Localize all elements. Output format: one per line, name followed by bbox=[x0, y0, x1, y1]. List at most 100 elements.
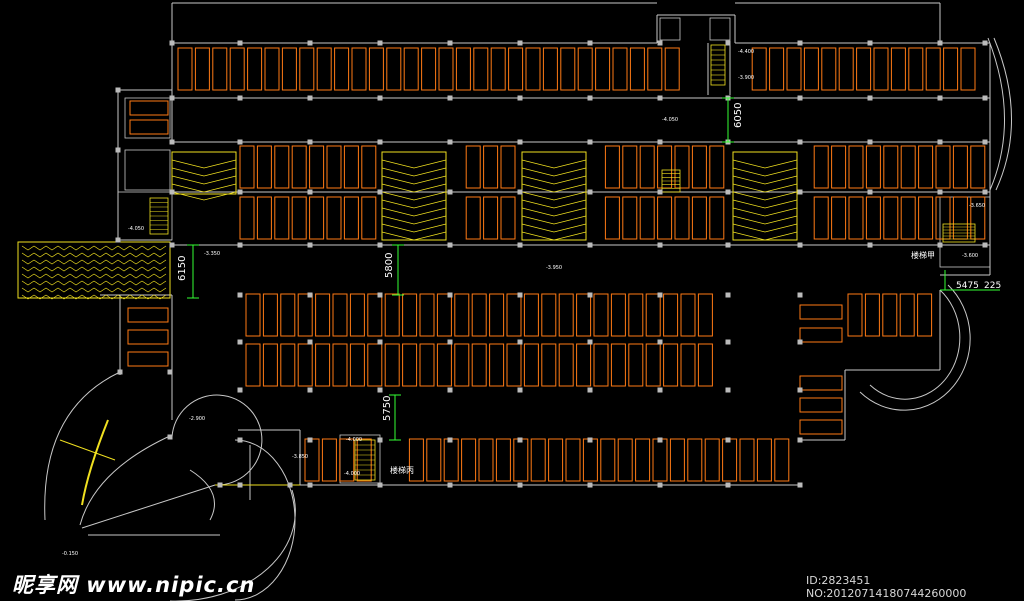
parking-stall bbox=[664, 47, 680, 91]
parking-stall bbox=[799, 397, 843, 413]
column bbox=[657, 139, 663, 145]
column bbox=[797, 387, 803, 393]
ramp-chevron bbox=[33, 294, 47, 300]
parking-stall bbox=[212, 47, 228, 91]
parking-stall bbox=[473, 47, 489, 91]
parking-stall bbox=[129, 119, 169, 135]
ramp-chevron bbox=[732, 159, 798, 169]
column bbox=[725, 339, 731, 345]
ramp-chevron bbox=[141, 280, 155, 286]
ramp-chevron bbox=[81, 287, 95, 293]
parking-stall bbox=[680, 293, 696, 337]
structural-columns bbox=[115, 40, 988, 488]
ramp-chevron bbox=[57, 252, 71, 258]
elev-right-b: -3.600 bbox=[962, 253, 978, 259]
curved-wall bbox=[869, 289, 961, 400]
parking-stall bbox=[530, 438, 546, 482]
column bbox=[307, 437, 313, 443]
column bbox=[867, 189, 873, 195]
column bbox=[797, 139, 803, 145]
column bbox=[377, 95, 383, 101]
elev-bottom: -3.850 bbox=[292, 454, 308, 460]
parking-stall bbox=[697, 343, 713, 387]
ramp-chevron bbox=[129, 280, 143, 286]
ramp-chevron bbox=[21, 280, 35, 286]
parking-stall bbox=[908, 47, 924, 91]
column bbox=[377, 292, 383, 298]
ramp-chevron bbox=[105, 273, 119, 279]
parking-stall bbox=[245, 293, 261, 337]
ramp-chevron bbox=[57, 287, 71, 293]
column bbox=[797, 292, 803, 298]
parking-stall bbox=[438, 47, 454, 91]
column bbox=[797, 339, 803, 345]
ramp-chevron bbox=[45, 280, 59, 286]
column bbox=[237, 437, 243, 443]
column bbox=[377, 339, 383, 345]
ramp-chevron bbox=[57, 273, 71, 279]
ramp-outline bbox=[171, 151, 237, 195]
column bbox=[797, 40, 803, 46]
column bbox=[587, 482, 593, 488]
parking-stall bbox=[245, 343, 261, 387]
column bbox=[517, 95, 523, 101]
ramp-chevron bbox=[141, 259, 155, 265]
parking-stall bbox=[628, 343, 644, 387]
watermark-brand: 昵享网 www.nipic.cn bbox=[12, 573, 256, 597]
ramp-chevron bbox=[521, 199, 587, 209]
column bbox=[867, 95, 873, 101]
column bbox=[937, 95, 943, 101]
column bbox=[169, 95, 175, 101]
parking-stall bbox=[315, 293, 331, 337]
ramp-chevron bbox=[153, 280, 167, 286]
parking-stall bbox=[848, 196, 864, 240]
column bbox=[867, 40, 873, 46]
parking-stall bbox=[813, 196, 829, 240]
column bbox=[377, 40, 383, 46]
room-outline bbox=[709, 17, 731, 41]
column bbox=[725, 437, 731, 443]
parking-stall bbox=[454, 293, 470, 337]
parking-stall bbox=[751, 47, 767, 91]
ramp-chevron bbox=[732, 223, 798, 233]
column bbox=[657, 387, 663, 393]
parking-stall bbox=[508, 47, 524, 91]
parking-stall bbox=[256, 145, 272, 189]
parking-stall bbox=[478, 438, 494, 482]
parking-stall bbox=[593, 343, 609, 387]
ramp-chevron bbox=[171, 167, 237, 177]
parking-stall bbox=[593, 293, 609, 337]
elev-stair-c: -4.000 bbox=[344, 471, 360, 477]
parking-stall bbox=[177, 47, 193, 91]
column bbox=[237, 189, 243, 195]
parking-stall bbox=[332, 343, 348, 387]
parking-stall bbox=[403, 47, 419, 91]
parking-stall bbox=[299, 47, 315, 91]
column bbox=[937, 189, 943, 195]
parking-stall bbox=[610, 343, 626, 387]
parking-stall bbox=[639, 196, 655, 240]
ramp-chevron bbox=[129, 294, 143, 300]
parking-stall bbox=[652, 438, 668, 482]
parking-stall bbox=[799, 419, 843, 435]
ramp-chevron bbox=[69, 259, 83, 265]
column bbox=[937, 139, 943, 145]
elev-left-small: -4.050 bbox=[128, 226, 144, 232]
column bbox=[657, 242, 663, 248]
ramp-chevron bbox=[141, 245, 155, 251]
parking-stall bbox=[316, 47, 332, 91]
column bbox=[117, 369, 123, 375]
column bbox=[517, 387, 523, 393]
parking-stall bbox=[506, 343, 522, 387]
parking-stall bbox=[291, 196, 307, 240]
parking-stall bbox=[576, 293, 592, 337]
ramp-chevron bbox=[57, 294, 71, 300]
column bbox=[307, 242, 313, 248]
parking-stall bbox=[326, 196, 342, 240]
ramp-chevron bbox=[117, 245, 131, 251]
ramp-chevron bbox=[732, 175, 798, 185]
parking-stall bbox=[629, 47, 645, 91]
parking-stall bbox=[408, 438, 424, 482]
parking-stall bbox=[865, 145, 881, 189]
ramp-chevron bbox=[381, 159, 447, 169]
